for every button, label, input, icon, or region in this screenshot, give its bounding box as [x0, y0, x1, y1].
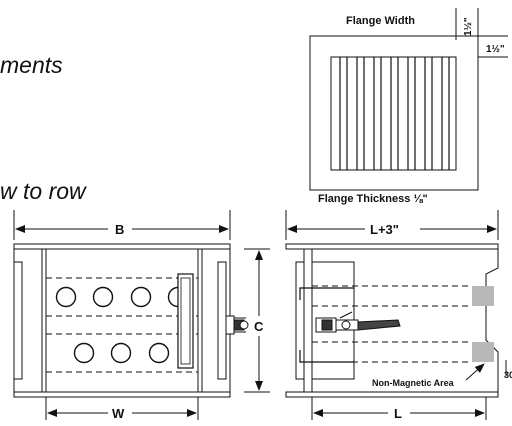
flange-width-label: Flange Width [346, 15, 415, 27]
flange-size-horizontal-label: 1½" [486, 44, 505, 55]
dimension-b-label: B [115, 222, 124, 237]
side-bottom-flange [285, 391, 499, 398]
side-view: L+3" Non-Magnetic Area [285, 210, 512, 421]
front-right-plate [217, 261, 227, 380]
tube-circle [148, 342, 170, 364]
tube-circle [55, 286, 77, 308]
non-magnetic-area-label: Non-Magnetic Area [372, 378, 455, 388]
side-body-outline [312, 248, 499, 393]
dimension-l-plus-label: L+3" [370, 222, 399, 237]
dimension-w-label: W [112, 406, 125, 421]
latch-icon [225, 315, 249, 335]
front-bottom-flange [13, 391, 231, 398]
angle-label: 30 [504, 370, 512, 380]
flange-thickness-label: Flange Thickness ⅛" [318, 193, 428, 205]
flange-blades [339, 57, 450, 170]
text-fragment-top: ments [0, 52, 63, 78]
flange-detail: Flange Width 1½" 1½" Flange Thickness ⅛" [309, 8, 508, 205]
flange-inner-square [330, 56, 457, 171]
non-magnetic-area-upper [472, 286, 494, 306]
tube-circle [92, 286, 114, 308]
toggle-clamp-icon [315, 311, 401, 333]
dimension-l-label: L [394, 406, 402, 421]
text-fragment-middle: w to row [0, 178, 86, 204]
flange-outer-square [309, 35, 479, 191]
non-magnetic-area-lower [472, 342, 494, 362]
front-view: B [13, 210, 270, 421]
side-top-flange [285, 243, 499, 250]
dimension-c-label: C [254, 319, 264, 334]
tube-circle [110, 342, 132, 364]
flange-size-vertical-label: 1½" [463, 17, 474, 36]
front-left-plate [13, 261, 23, 380]
tube-circle [73, 342, 95, 364]
clamp-bar [177, 273, 194, 369]
tube-circle [130, 286, 152, 308]
front-top-flange [13, 243, 231, 250]
